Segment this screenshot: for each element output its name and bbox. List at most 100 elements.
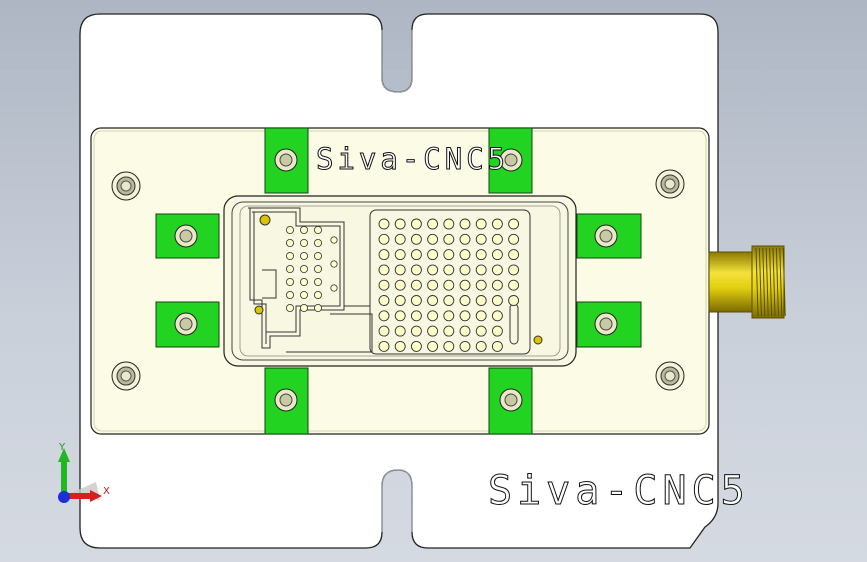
pocket-floor — [239, 205, 561, 357]
y-axis-label: Y — [59, 442, 66, 453]
grid-hole — [410, 279, 422, 291]
pocket-inner — [231, 201, 569, 361]
fixture-base-inner-edge — [93, 130, 707, 432]
cavity-dot — [299, 264, 309, 274]
grid-hole — [378, 279, 390, 291]
clamp-right-upper — [576, 213, 642, 259]
grid-hole — [475, 279, 487, 291]
grid-hole — [427, 340, 439, 352]
thread-line — [772, 247, 776, 317]
grid-hole — [459, 340, 471, 352]
cavity-dot — [285, 225, 295, 235]
grid-hole — [410, 233, 422, 245]
cavity-dot — [330, 284, 338, 292]
grid-hole — [410, 295, 422, 306]
cavity-dot — [299, 251, 309, 261]
cavity-dot — [313, 238, 323, 248]
clamp-top-right — [488, 127, 533, 194]
grid-hole — [427, 249, 439, 261]
base-plate-edge — [381, 30, 413, 93]
grid-hole — [508, 295, 520, 306]
locator-pin — [533, 335, 543, 345]
grid-hole — [427, 279, 439, 291]
thread-line — [769, 247, 773, 317]
grid-hole — [394, 218, 406, 230]
grid-hole — [475, 249, 487, 261]
grid-hole — [459, 325, 471, 337]
grid-hole — [394, 279, 406, 291]
grid-hole — [459, 249, 471, 261]
clamp-bottom-right — [488, 367, 533, 435]
corner-screw — [655, 361, 685, 391]
grid-hole — [378, 295, 390, 306]
grid-hole — [410, 249, 422, 261]
cavity-dot — [299, 303, 309, 313]
grid-hole — [378, 264, 390, 276]
cavity-dot — [330, 260, 338, 268]
grid-hole — [491, 233, 503, 245]
grid-hole — [443, 340, 455, 352]
hole-grid — [378, 218, 520, 352]
clamp-top-left — [264, 127, 309, 194]
grid-hole — [378, 218, 390, 230]
locator-pin — [259, 214, 271, 226]
grid-hole — [410, 340, 422, 352]
grid-hole — [378, 310, 390, 322]
grid-hole — [491, 340, 503, 352]
fitting-threads — [755, 247, 786, 317]
grid-hole — [394, 264, 406, 276]
hole-grid-boundary — [369, 209, 531, 355]
grid-hole — [443, 310, 455, 322]
thread-line — [755, 247, 759, 317]
grid-hole — [491, 218, 503, 230]
grid-hole — [443, 295, 455, 306]
grid-hole — [410, 218, 422, 230]
thread-line — [779, 247, 783, 317]
grid-hole — [394, 310, 406, 322]
cavity-dot — [299, 277, 309, 287]
grid-hole — [443, 218, 455, 230]
thread-line — [758, 247, 762, 317]
grid-hole — [410, 264, 422, 276]
grid-hole — [410, 325, 422, 337]
grid-hole — [475, 325, 487, 337]
grid-hole — [508, 279, 520, 291]
grid-hole — [427, 264, 439, 276]
grid-hole — [410, 310, 422, 322]
grid-hole — [378, 340, 390, 352]
thread-line — [775, 247, 779, 317]
clamp-left-upper — [155, 213, 220, 259]
grid-hole — [475, 295, 487, 306]
cavity-dot — [285, 251, 295, 261]
cavity-dot — [299, 290, 309, 300]
thread-line — [762, 247, 766, 317]
grid-hole — [427, 218, 439, 230]
thread-line — [765, 247, 769, 317]
grid-hole — [459, 218, 471, 230]
cavity-dot — [313, 264, 323, 274]
grid-hole — [475, 340, 487, 352]
cavity-dot — [313, 225, 323, 235]
grid-hole — [427, 310, 439, 322]
corner-screw — [655, 169, 685, 199]
grid-hole — [394, 233, 406, 245]
grid-hole — [475, 218, 487, 230]
cavity-dot — [285, 290, 295, 300]
grid-hole — [491, 295, 503, 306]
thread-line — [782, 247, 786, 317]
cavity-dots — [285, 225, 338, 313]
grid-hole — [491, 279, 503, 291]
grid-hole — [459, 295, 471, 306]
coordinate-axes-icon — [58, 448, 102, 503]
cavity-dot — [313, 251, 323, 261]
clamp-right-lower — [576, 301, 642, 348]
cavity-dot — [285, 277, 295, 287]
grid-hole — [508, 264, 520, 276]
grid-hole — [394, 295, 406, 306]
grid-hole — [394, 325, 406, 337]
grid-hole — [475, 233, 487, 245]
cavity-dot — [285, 303, 295, 313]
grid-hole — [491, 264, 503, 276]
grid-hole — [491, 325, 503, 337]
